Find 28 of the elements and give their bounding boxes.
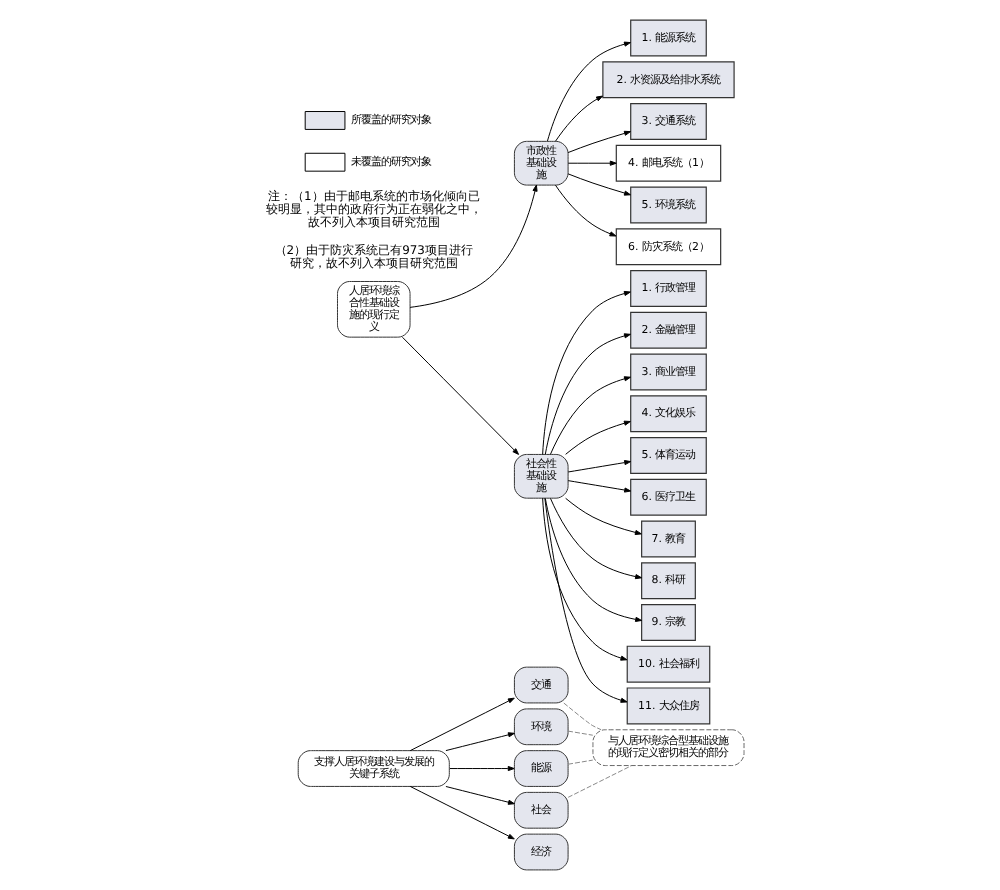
- connector: [566, 765, 632, 798]
- arrow: [549, 376, 630, 455]
- arrow: [448, 765, 514, 772]
- arrow: [541, 497, 627, 661]
- arrow: [444, 732, 514, 752]
- arrow: [566, 173, 630, 196]
- arrow: [553, 95, 603, 142]
- arrow: [408, 785, 514, 840]
- arrow: [566, 480, 631, 493]
- arrow: [545, 41, 630, 142]
- arrow: [408, 184, 537, 308]
- arrow: [566, 160, 616, 166]
- arrow: [543, 498, 642, 622]
- arrow: [564, 497, 641, 535]
- arrow: [541, 290, 630, 455]
- arrow: [566, 460, 631, 473]
- arrow: [566, 130, 630, 154]
- arrow: [400, 336, 519, 455]
- connector: [566, 759, 593, 765]
- arrow: [564, 420, 630, 455]
- arrow: [543, 333, 630, 455]
- connector: [566, 730, 593, 736]
- arrow: [408, 697, 514, 752]
- connector: [562, 702, 601, 731]
- arrow: [444, 786, 514, 805]
- arrow: [549, 497, 642, 580]
- arrow: [553, 184, 616, 237]
- arrow: [543, 497, 627, 703]
